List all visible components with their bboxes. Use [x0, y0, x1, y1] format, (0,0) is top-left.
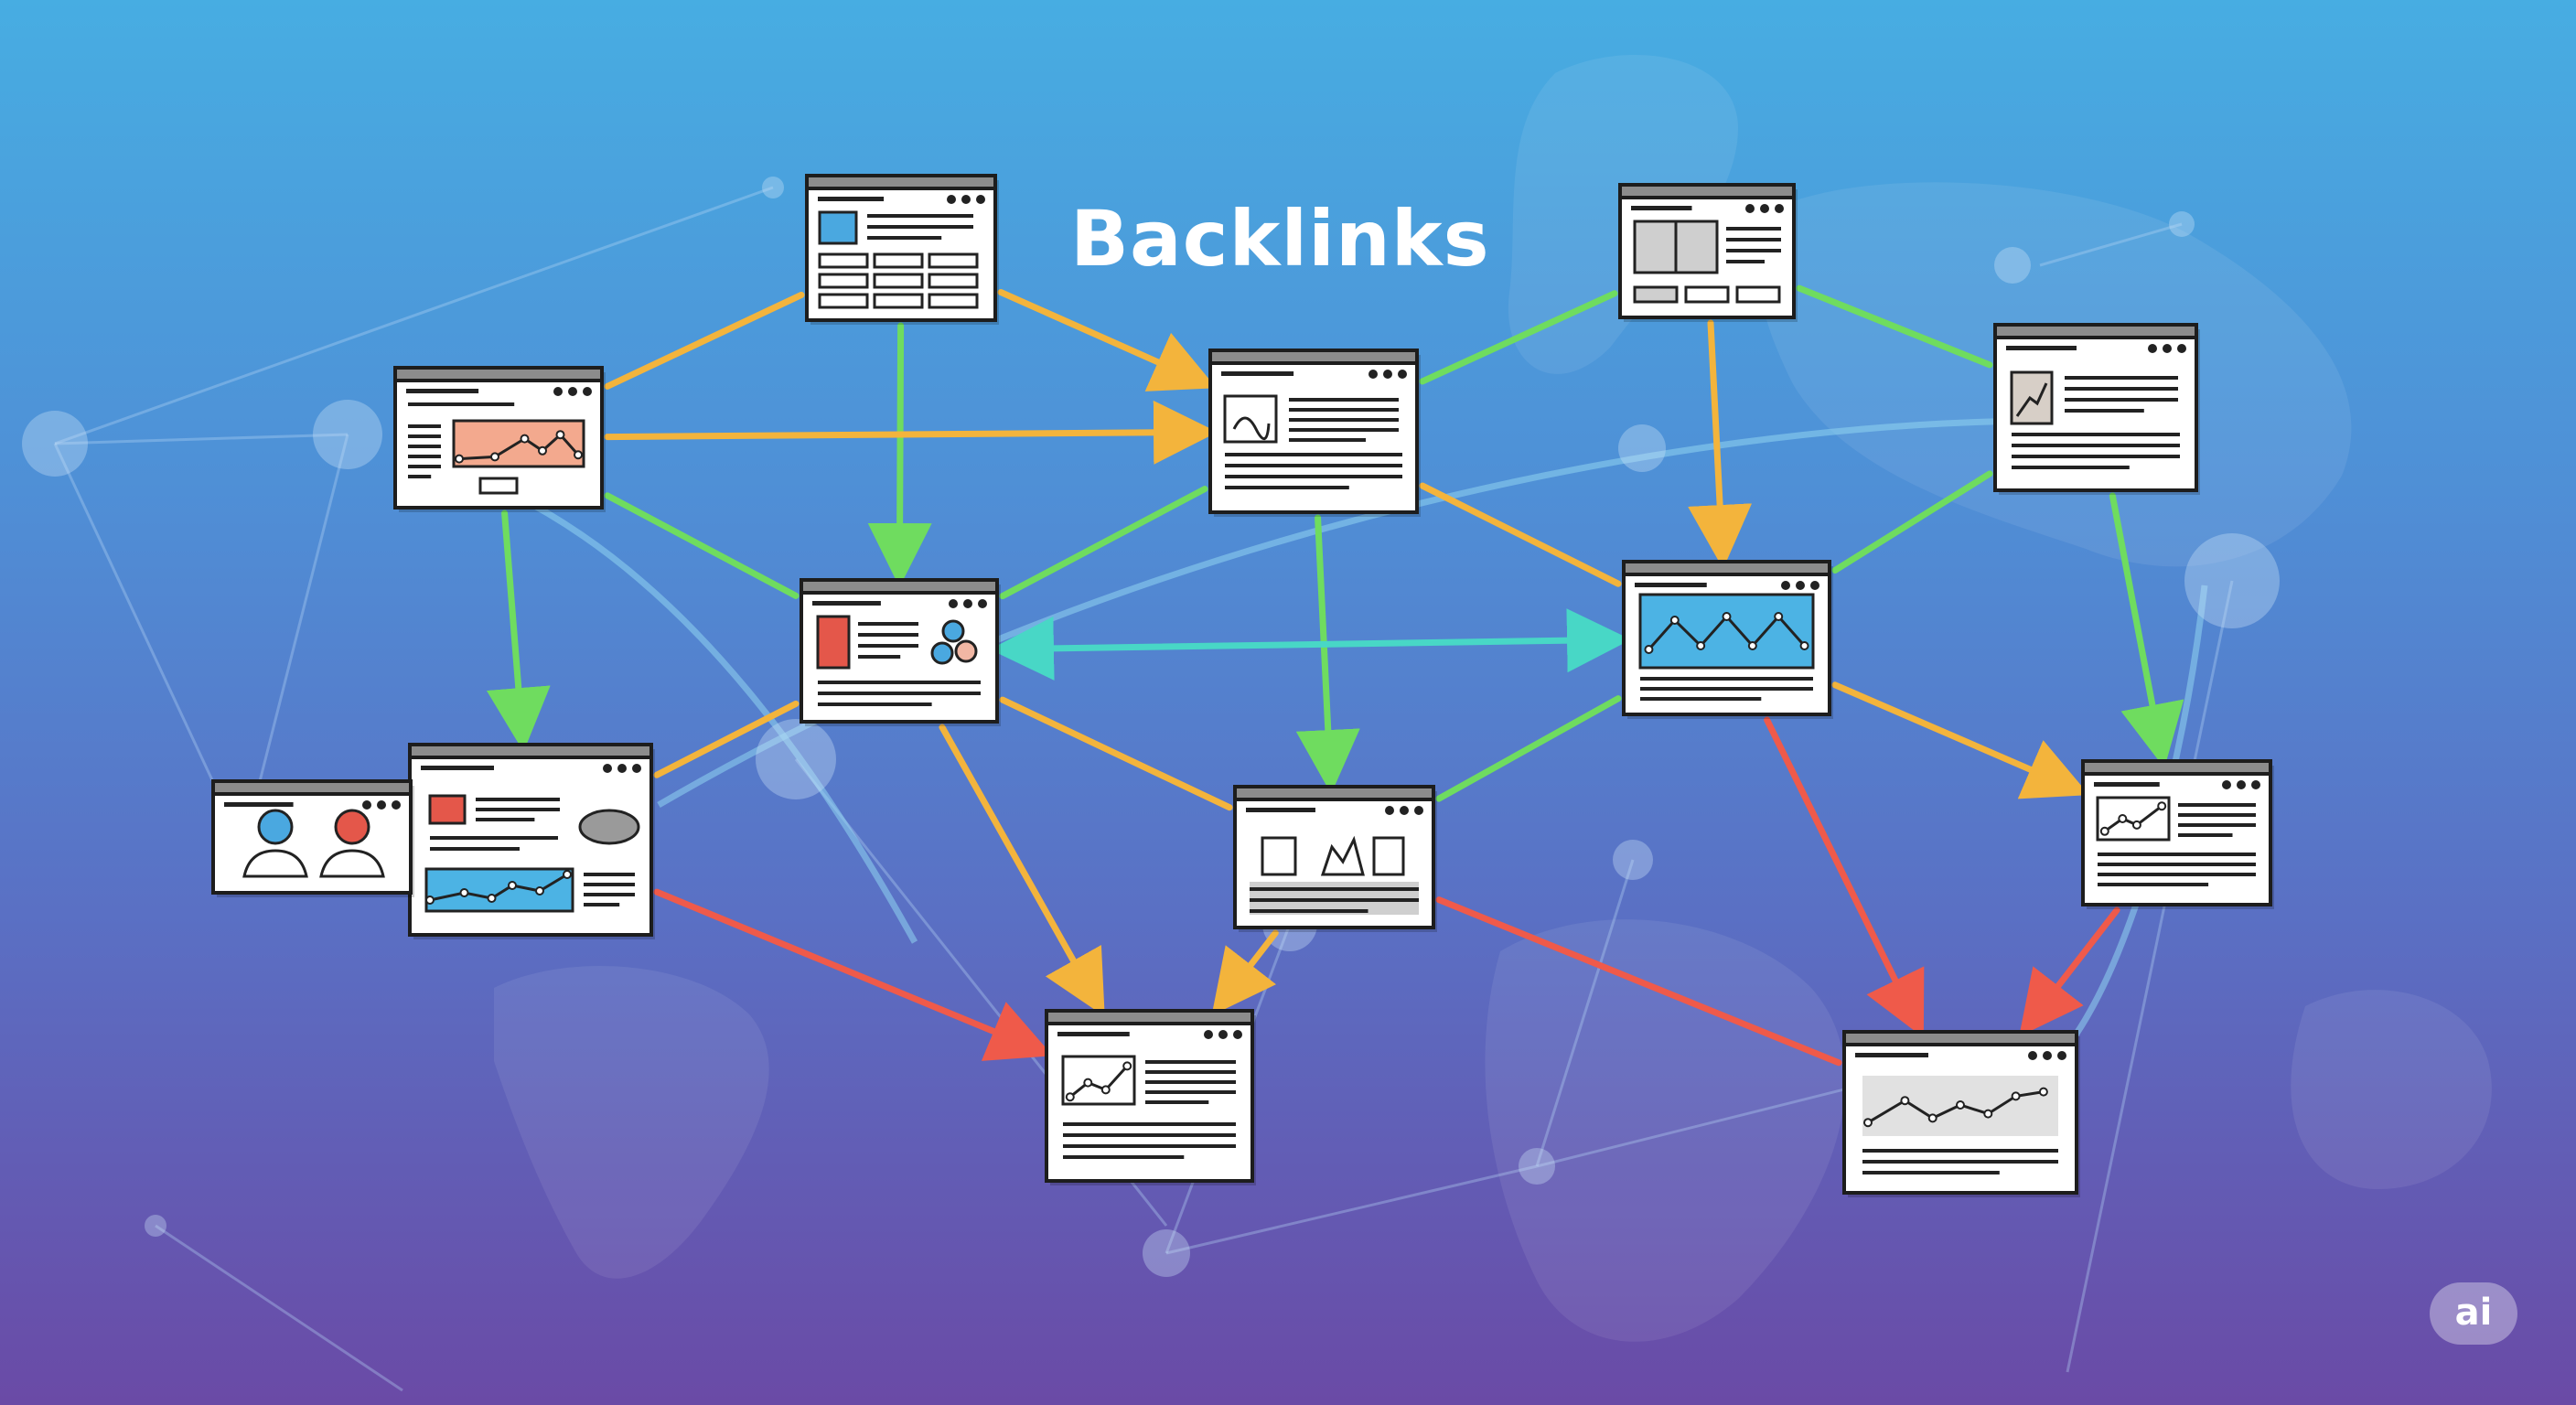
link-mid-top-to-top-right	[1419, 290, 1618, 385]
link-top-left-to-left-lower	[486, 509, 551, 752]
link-top-right-to-right-top	[1796, 284, 1993, 369]
page-left-lower	[408, 743, 655, 939]
link-top-left-to-center-left	[604, 492, 800, 599]
link-top-center-to-mid-top	[997, 288, 1217, 391]
people-page-icon	[242, 809, 385, 878]
page-top-left	[393, 366, 606, 512]
link-center-left-to-center-bottom	[999, 696, 1233, 811]
background-nodes	[22, 177, 2280, 1277]
line-chart-page-icon	[1061, 1055, 1236, 1159]
link-center-left-to-left-lower	[653, 700, 800, 778]
building-icons-page-icon	[1250, 835, 1419, 915]
link-top-center-to-center-left	[867, 322, 932, 587]
page-center-bottom	[1233, 785, 1437, 932]
link-left-lower-to-bottom-center	[653, 888, 1053, 1061]
link-mid-top-to-center-right	[1419, 482, 1622, 587]
link-right-top-to-center-right	[1831, 470, 1993, 574]
link-mid-top-to-center-left	[999, 486, 1208, 600]
world-map-background	[494, 55, 2492, 1342]
image-text-page-icon	[818, 210, 979, 309]
page-mid-top	[1208, 349, 1421, 517]
page-bottom-right	[1842, 1030, 2080, 1197]
link-center-right-to-bottom-right	[1764, 716, 1925, 1038]
line-chart-page-icon	[1862, 1076, 2058, 1174]
profile-page-icon	[424, 794, 640, 913]
page-top-center	[805, 174, 999, 325]
line-chart-page-icon	[1638, 593, 1815, 701]
page-right-mid	[2081, 759, 2274, 909]
link-top-right-to-center-right	[1688, 319, 1753, 569]
link-right-mid-to-bottom-right	[2019, 906, 2120, 1037]
area-chart-page-icon	[408, 402, 585, 495]
grid-layout-page-icon	[1633, 220, 1781, 304]
diagram-title: Backlinks	[1070, 194, 1490, 284]
image-text-page-icon	[1223, 394, 1402, 489]
link-center-left-to-center-right	[990, 608, 1631, 681]
link-center-right-to-right-mid	[1831, 681, 2089, 799]
link-mid-top-to-center-bottom	[1295, 514, 1360, 794]
page-left-people	[211, 779, 414, 897]
page-bottom-center	[1045, 1009, 1256, 1185]
link-right-top-to-right-mid	[2109, 492, 2184, 768]
ai-badge: ai	[2430, 1282, 2517, 1345]
link-center-bottom-to-center-right	[1435, 695, 1622, 802]
link-top-center-to-top-left	[604, 291, 805, 390]
page-top-right	[1618, 183, 1798, 322]
page-center-right	[1622, 560, 1833, 719]
page-center-left	[800, 578, 1001, 726]
line-chart-page-icon	[2096, 796, 2256, 886]
web-pages	[211, 174, 2274, 1197]
page-right-top	[1993, 323, 2200, 495]
link-center-bottom-to-bottom-right	[1435, 896, 1842, 1067]
link-lines	[486, 284, 2184, 1067]
people-circles-page-icon	[816, 615, 981, 706]
link-center-bottom-to-bottom-center	[1211, 929, 1279, 1016]
link-top-left-to-mid-top	[604, 400, 1218, 465]
link-center-left-to-bottom-center	[939, 724, 1105, 1017]
trend-image-page-icon	[2010, 370, 2180, 469]
